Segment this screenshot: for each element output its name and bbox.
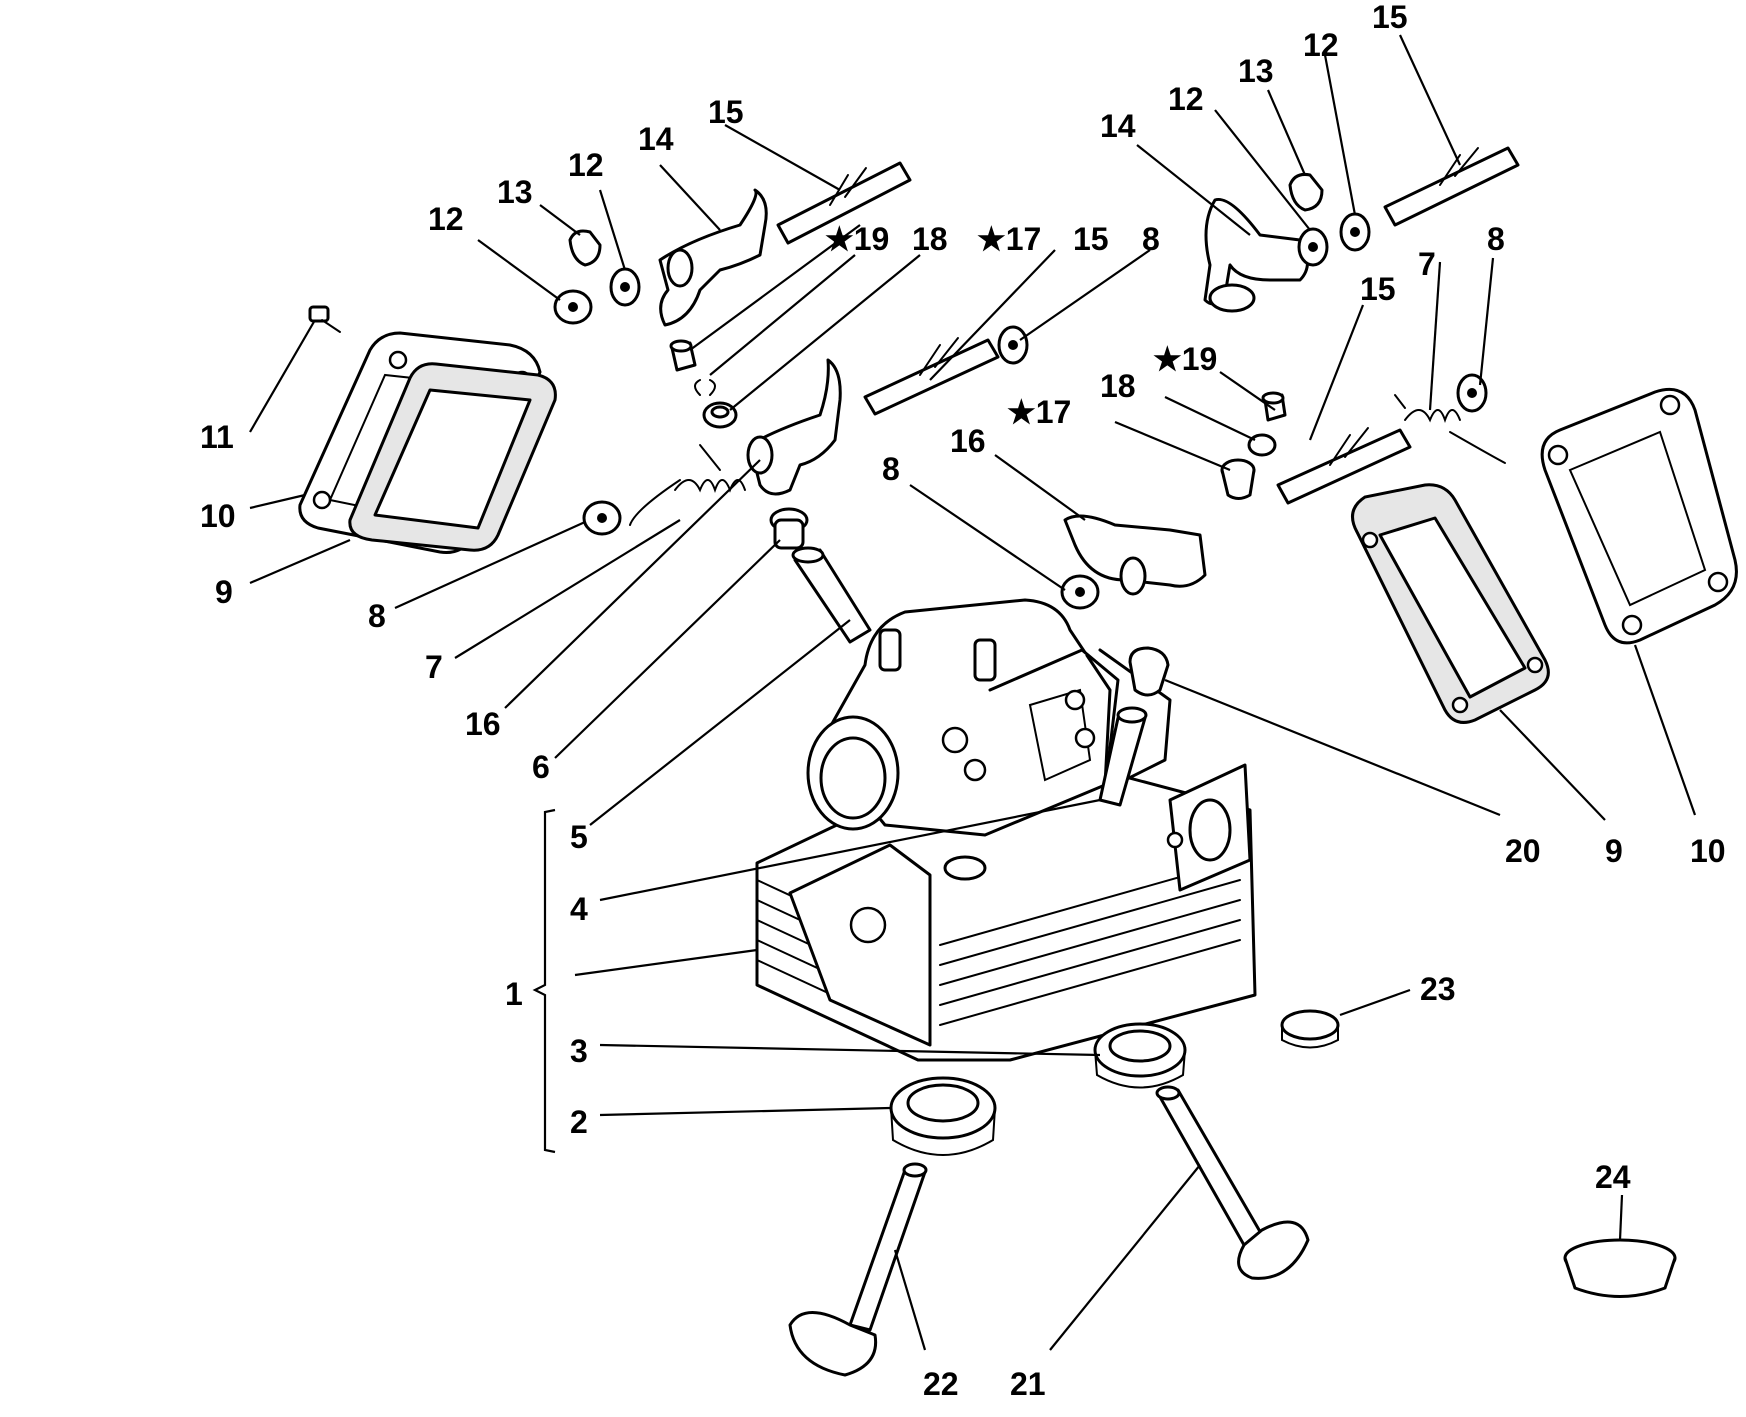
valve-seal-6	[769, 507, 809, 550]
label-14: 14	[638, 121, 674, 157]
label-9: 9	[215, 574, 233, 610]
rocker-shaft-15-c	[1383, 146, 1520, 227]
rocker-shaft-15-d	[1276, 427, 1412, 505]
label-11: 11	[200, 419, 234, 455]
valve-guide-5	[791, 546, 872, 644]
label-3: 3	[570, 1033, 588, 1069]
label-24: 24	[1595, 1159, 1631, 1195]
cylinder-head	[755, 598, 1257, 1062]
clip-13-left	[568, 229, 602, 267]
spring-7-left	[629, 444, 746, 526]
keeper-18-left	[694, 379, 716, 396]
label-8: 8	[882, 451, 900, 487]
part-labels: 15 12 13 12 14 15 14 12 13 12 ★19 18 ★17…	[200, 0, 1726, 1402]
label-12: 12	[428, 201, 464, 237]
clip-13-right	[1288, 173, 1324, 212]
label-12: 12	[568, 147, 604, 183]
valve-21	[1155, 1085, 1310, 1280]
label-12: 12	[1303, 27, 1339, 63]
label-15: 15	[1360, 271, 1396, 307]
label-17: ★17	[977, 221, 1041, 257]
valve-cover-right	[1540, 387, 1738, 645]
keeper-18-right	[1247, 433, 1277, 457]
label-5: 5	[570, 819, 588, 855]
retainer-17-left	[702, 401, 738, 429]
valve-seat-2	[889, 1076, 997, 1156]
label-19: ★19	[1153, 341, 1217, 377]
valve-seal-20	[1128, 646, 1170, 697]
label-15: 15	[1073, 221, 1109, 257]
valve-cover-gasket-left	[348, 362, 557, 552]
label-10: 10	[200, 498, 236, 534]
tappet-19-left	[669, 339, 697, 372]
label-17: ★17	[1007, 394, 1071, 430]
label-7: 7	[1418, 246, 1436, 282]
screw-11	[308, 305, 341, 333]
cup-24	[1563, 1238, 1677, 1298]
label-19: ★19	[825, 221, 889, 257]
label-2: 2	[570, 1104, 588, 1140]
label-6: 6	[532, 749, 550, 785]
rocker-arm-14-right	[1203, 197, 1309, 313]
valve-22	[788, 1162, 928, 1377]
label-9: 9	[1605, 833, 1623, 869]
label-16: 16	[950, 423, 986, 459]
rocker-arm-16-right	[1063, 514, 1207, 596]
label-1: 1	[505, 976, 523, 1012]
label-23: 23	[1420, 971, 1456, 1007]
label-15: 15	[708, 94, 744, 130]
label-18: 18	[1100, 368, 1136, 404]
valve-seat-3	[1093, 1022, 1187, 1089]
valve-guide-4	[1098, 706, 1148, 807]
label-10: 10	[1690, 833, 1726, 869]
label-7: 7	[425, 649, 443, 685]
valve-cover-gasket-right	[1351, 483, 1550, 724]
label-20: 20	[1505, 833, 1541, 869]
label-13: 13	[1238, 53, 1274, 89]
spring-7-right	[1394, 394, 1506, 464]
rocker-shaft-15-b	[863, 337, 1000, 416]
tappet-19-right	[1261, 391, 1287, 422]
label-13: 13	[497, 174, 533, 210]
label-18: 18	[912, 221, 948, 257]
label-16: 16	[465, 706, 501, 742]
label-8: 8	[368, 598, 386, 634]
label-4: 4	[570, 891, 588, 927]
leader-lines	[249, 34, 1697, 1351]
rocker-arm-14-left	[658, 188, 768, 327]
plug-23	[1280, 1009, 1340, 1049]
label-8: 8	[1142, 221, 1160, 257]
label-12: 12	[1168, 81, 1204, 117]
label-14: 14	[1100, 108, 1136, 144]
label-22: 22	[923, 1366, 959, 1402]
label-15: 15	[1372, 0, 1408, 35]
label-8: 8	[1487, 221, 1505, 257]
label-21: 21	[1010, 1366, 1046, 1402]
retainer-17-right	[1220, 458, 1256, 500]
rocker-arm-16-left	[746, 358, 842, 496]
